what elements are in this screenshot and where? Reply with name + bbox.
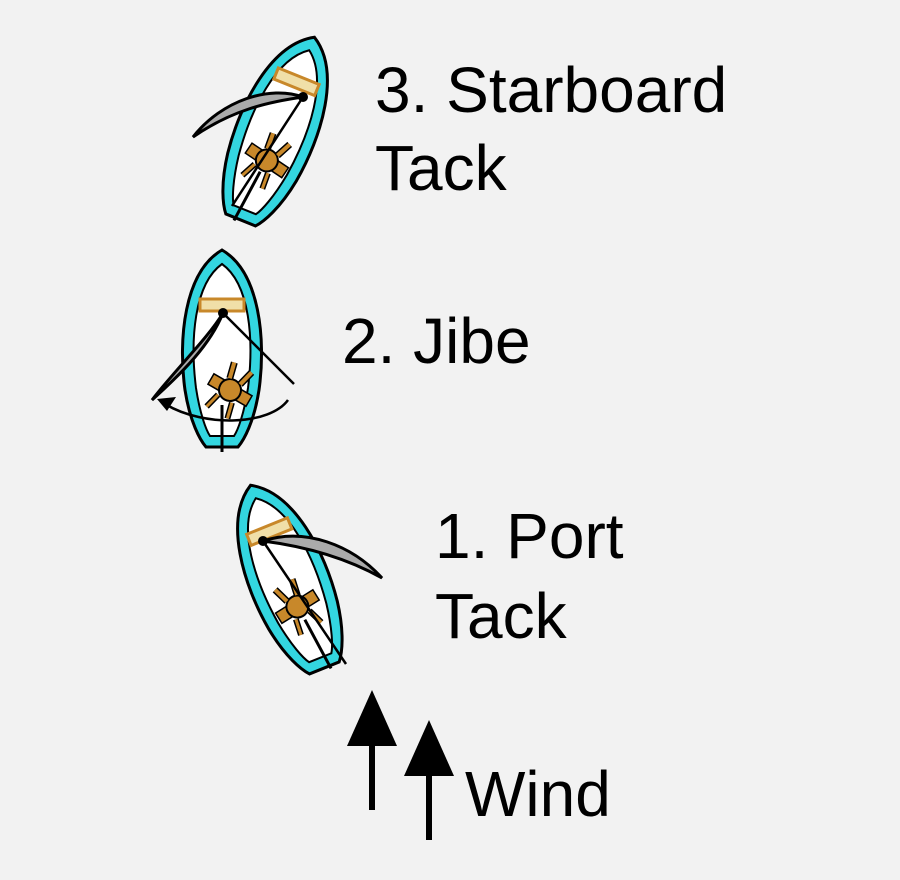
boat-port-tack bbox=[212, 468, 363, 685]
mast bbox=[298, 92, 308, 102]
tiller bbox=[303, 619, 333, 670]
label-jibe: 2. Jibe bbox=[342, 305, 531, 377]
hull bbox=[202, 20, 353, 237]
mainsail-port bbox=[262, 534, 384, 580]
wind-arrow-right bbox=[404, 720, 454, 840]
arrowhead-icon bbox=[157, 397, 176, 411]
tiller bbox=[232, 171, 262, 222]
label-port-line1: 1. Port bbox=[435, 500, 624, 572]
label-wind: Wind bbox=[465, 758, 611, 830]
wind-arrow-left bbox=[347, 690, 397, 810]
mainsheet-port bbox=[261, 540, 348, 665]
label-starboard-line1: 3. Starboard bbox=[375, 54, 727, 126]
label-port-line2: Tack bbox=[435, 580, 568, 652]
mast bbox=[258, 536, 268, 546]
boom-new-side bbox=[222, 312, 295, 385]
boat-starboard-tack bbox=[202, 20, 353, 237]
boat-jibe bbox=[180, 248, 262, 452]
mainsail-starboard bbox=[191, 91, 304, 139]
jibe-swing-arrow bbox=[164, 399, 290, 422]
label-starboard-line2: Tack bbox=[375, 132, 508, 204]
mast bbox=[218, 308, 228, 318]
mainsail-jibe bbox=[150, 312, 225, 402]
mainsheet-starboard bbox=[230, 96, 305, 207]
